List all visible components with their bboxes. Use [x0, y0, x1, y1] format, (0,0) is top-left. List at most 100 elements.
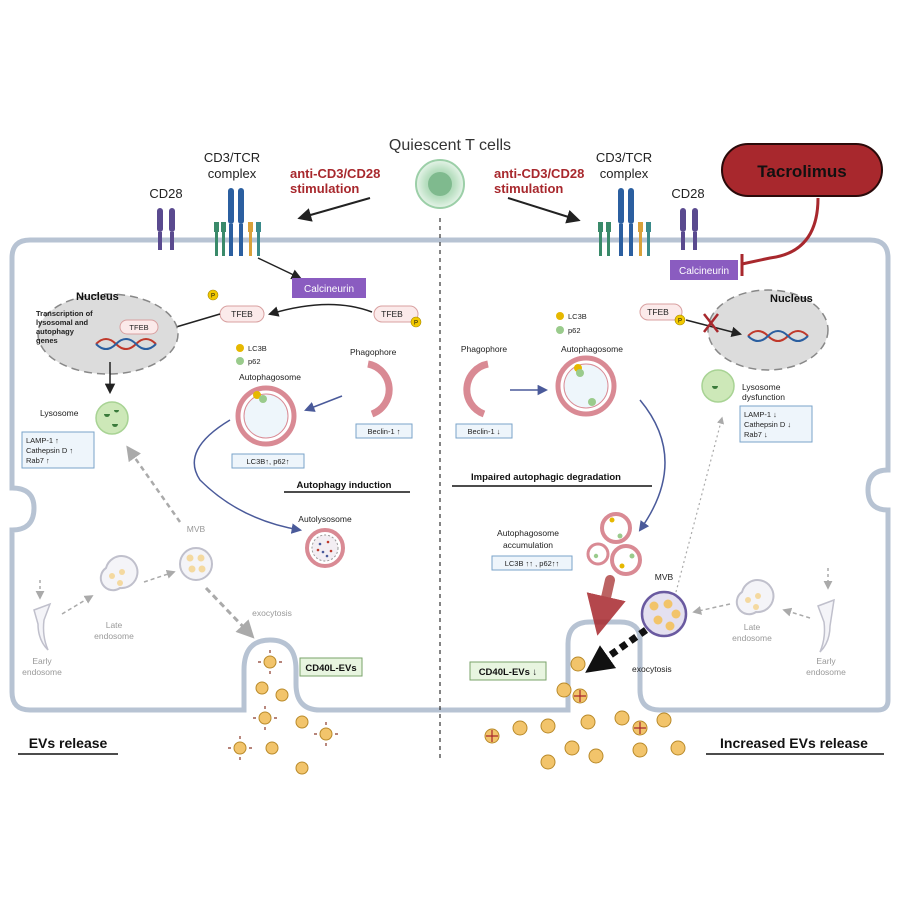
left-late-to-mvb-arrow	[143, 570, 176, 583]
right-exocytosis-label: exocytosis	[632, 664, 672, 674]
left-lysosome-marker-2: Cathepsin D ↑	[26, 446, 73, 455]
left-fusion-arrow	[193, 419, 303, 534]
left-nucleus-tfeb-pill	[119, 319, 159, 335]
left-mvb-label: MVB	[187, 524, 206, 534]
left-early-endosome-2: endosome	[22, 667, 62, 677]
right-lysosome-label-1: Lysosome	[742, 382, 781, 392]
tcr-receptor-icon	[598, 188, 651, 256]
left-tfeb-label-1: TFEB	[231, 309, 253, 319]
right-late-endosome	[735, 579, 775, 616]
stim-arrow-right	[507, 197, 581, 224]
ev-particle-icon	[233, 655, 333, 775]
left-cd28-label: CD28	[149, 186, 182, 201]
left-lysosome	[95, 401, 129, 435]
left-lysosome-markers-box	[21, 431, 95, 469]
right-phagophore-label: Phagophore	[461, 344, 508, 354]
cd28-receptor-icon	[157, 208, 175, 250]
left-mvb-to-membrane-arrow	[204, 586, 255, 639]
right-stim-line1: anti-CD3/CD28	[494, 166, 584, 181]
phosphate-icon: P	[674, 314, 686, 326]
left-late-endosome-2: endosome	[94, 631, 134, 641]
left-tfeb-label-2: TFEB	[381, 309, 403, 319]
left-early-endosome-1: Early	[32, 656, 52, 666]
ev-spike-markers	[486, 690, 646, 742]
tacrolimus-inhibit-line	[741, 197, 820, 266]
left-tcr-line2: complex	[208, 166, 257, 181]
right-autophagosome-cluster	[586, 512, 642, 576]
left-mvb-to-lysosome-arrow	[126, 445, 182, 523]
left-autolysosome-label: Autolysosome	[298, 514, 352, 524]
right-lysosome-label-2: dysfunction	[742, 392, 785, 402]
right-late-endosome-1: Late	[744, 622, 761, 632]
left-transcription-3: autophagy	[36, 327, 75, 336]
right-accumulation-2: accumulation	[503, 540, 553, 550]
right-nucleus-label: Nucleus	[770, 293, 813, 305]
right-lc3b-label: LC3B ↑↑ , p62↑↑	[505, 559, 560, 568]
svg-text:P: P	[678, 319, 682, 325]
title: Quiescent T cells	[389, 137, 511, 154]
ev-spike-markers	[228, 650, 338, 760]
left-calcineurin-dephos-arrow	[267, 303, 373, 317]
left-nucleus	[37, 293, 179, 375]
right-tfeb-pill	[639, 303, 683, 321]
right-mvb	[640, 590, 688, 638]
left-legend-lc3b: LC3B	[248, 344, 267, 353]
left-phagophore-label: Phagophore	[350, 347, 397, 357]
right-stim-line2: stimulation	[494, 181, 563, 196]
right-tcr-line1: CD3/TCR	[596, 150, 652, 165]
tacrolimus-label: Tacrolimus	[757, 162, 846, 181]
svg-text:P: P	[211, 294, 215, 300]
left-calcineurin-label: Calcineurin	[304, 284, 354, 295]
right-beclin-label: Beclin-1 ↓	[468, 427, 501, 436]
blocked-x-icon	[703, 313, 719, 333]
tcr-receptor-icon	[214, 188, 261, 256]
left-section-title: Autophagy induction	[297, 480, 392, 491]
right-autophagosome-accumulation-arrow	[638, 399, 666, 532]
left-nucleus-label: Nucleus	[76, 291, 119, 303]
right-section-title: Impaired autophagic degradation	[471, 472, 621, 483]
right-release-title: Increased EVs release	[720, 735, 868, 751]
left-autolysosome	[305, 528, 345, 568]
left-tfeb-pill-2	[373, 305, 419, 323]
right-legend-lc3b: LC3B	[568, 312, 587, 321]
right-calcineurin-label: Calcineurin	[679, 266, 729, 277]
left-autophagosome	[235, 385, 297, 447]
left-early-endosome	[33, 602, 52, 651]
right-accumulation-1: Autophagosome	[497, 528, 559, 538]
left-late-endosome-1: Late	[106, 620, 123, 630]
right-autophagosome	[555, 355, 617, 417]
right-lysosome-marker-2: Cathepsin D ↓	[744, 420, 791, 429]
right-cd40l-box	[469, 661, 547, 681]
cell-membrane	[9, 237, 891, 713]
right-early-endosome	[817, 598, 835, 653]
right-tfeb-label: TFEB	[647, 307, 669, 317]
left-transcription-2: lysosomal and	[36, 318, 89, 327]
right-early-to-late-arrow	[782, 607, 811, 619]
right-late-to-mvb-arrow	[692, 603, 731, 615]
left-phagophore-to-autophagosome-arrow	[304, 395, 343, 412]
left-mvb	[179, 547, 213, 581]
left-transcription-1: Transcription of	[36, 309, 93, 318]
left-lc3b-box	[231, 453, 305, 469]
dna-icon	[747, 330, 809, 342]
tacrolimus-pill	[721, 143, 883, 197]
right-lysosome-marker-3: Rab7 ↓	[744, 430, 768, 439]
right-lc3b-box	[491, 555, 573, 571]
svg-text:P: P	[414, 321, 418, 327]
right-cd40l-label: CD40L-EVs ↓	[479, 667, 538, 678]
left-transcription-4: genes	[36, 336, 58, 345]
right-legend-p62: p62	[568, 326, 581, 335]
right-mvb-label: MVB	[655, 572, 674, 582]
left-lc3b-label: LC3B↑, p62↑	[247, 457, 290, 466]
left-cd40l-label: CD40L-EVs	[305, 663, 356, 674]
right-late-endosome-2: endosome	[732, 633, 772, 643]
left-lysosome-marker-1: LAMP-1 ↑	[26, 436, 59, 445]
right-legend-lc3b-dot	[556, 312, 564, 320]
right-early-endosome-1: Early	[816, 656, 836, 666]
stim-arrow-left	[297, 197, 371, 222]
t-cell-icon	[415, 159, 465, 209]
left-exocytosis-label: exocytosis	[252, 608, 292, 618]
right-tcr-line2: complex	[600, 166, 649, 181]
right-cd28-label: CD28	[671, 186, 704, 201]
